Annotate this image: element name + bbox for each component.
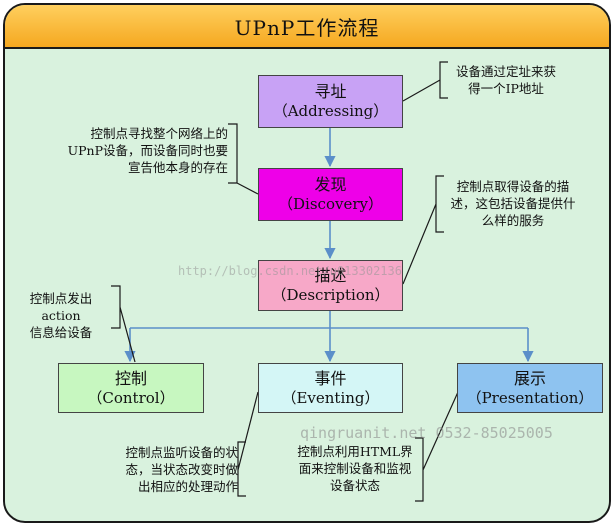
step-control-sub: （Control） <box>87 388 175 407</box>
note-addressing: 设备通过定址来获 得一个IP地址 <box>446 63 566 97</box>
note-line: 设备状态 <box>329 478 380 493</box>
note-line: 控制点发出action <box>29 291 93 323</box>
step-addressing-label: 寻址 <box>314 82 347 102</box>
step-presentation-sub: （Presentation） <box>466 388 594 407</box>
watermark-company: qingruanit.net 0532-85025005 <box>300 424 553 442</box>
step-addressing: 寻址 （Addressing） <box>258 75 403 128</box>
note-presentation: 控制点利用HTML界 面来控制设备和监视 设备状态 <box>295 443 415 494</box>
step-discovery: 发现 （Discovery） <box>258 168 403 221</box>
note-line: 控制点寻找整个网络上的 <box>90 126 228 141</box>
step-addressing-sub: （Addressing） <box>272 102 389 121</box>
note-line: 得一个IP地址 <box>468 81 544 96</box>
step-eventing-label: 事件 <box>314 368 347 388</box>
note-line: UPnP设备，而设备同时也要 <box>67 143 228 158</box>
step-description-sub: （Description） <box>271 286 390 305</box>
note-line: 设备通过定址来获 <box>455 64 556 79</box>
step-control-label: 控制 <box>114 368 147 388</box>
note-line: 控制点取得设备的描 <box>456 179 570 194</box>
note-eventing: 控制点监听设备的状 态，当状态改变时做 出相应的处理动作 <box>108 444 238 495</box>
note-control: 控制点发出action 信息给设备 <box>12 290 110 341</box>
note-line: 控制点利用HTML界 <box>297 444 413 459</box>
step-discovery-label: 发现 <box>314 175 347 195</box>
note-line: 面来控制设备和监视 <box>298 461 412 476</box>
note-discovery: 控制点寻找整个网络上的 UPnP设备，而设备同时也要 宣告他本身的存在 <box>50 125 228 176</box>
watermark-blog-url: http://blog.csdn.net/u013302136 <box>178 264 402 278</box>
note-description: 控制点取得设备的描 述，这包括设备提供什 么样的服务 <box>443 178 583 229</box>
note-line: 述，这包括设备提供什 <box>450 196 576 211</box>
step-description: 描述 （Description） <box>258 260 403 311</box>
step-eventing-sub: （Eventing） <box>281 388 380 407</box>
note-line: 么样的服务 <box>481 213 545 228</box>
note-line: 出相应的处理动作 <box>137 479 238 494</box>
step-presentation-label: 展示 <box>513 368 546 388</box>
step-discovery-sub: （Discovery） <box>278 195 383 214</box>
note-line: 信息给设备 <box>29 325 93 340</box>
note-line: 宣告他本身的存在 <box>127 160 228 175</box>
step-control: 控制 （Control） <box>58 363 204 413</box>
step-eventing: 事件 （Eventing） <box>258 363 403 413</box>
note-line: 控制点监听设备的状 <box>125 445 238 460</box>
step-presentation: 展示 （Presentation） <box>457 363 603 413</box>
step-description-label: 描述 <box>314 266 347 286</box>
note-line: 态，当状态改变时做 <box>125 462 238 477</box>
diagram-title: UPnP工作流程 <box>5 5 609 49</box>
